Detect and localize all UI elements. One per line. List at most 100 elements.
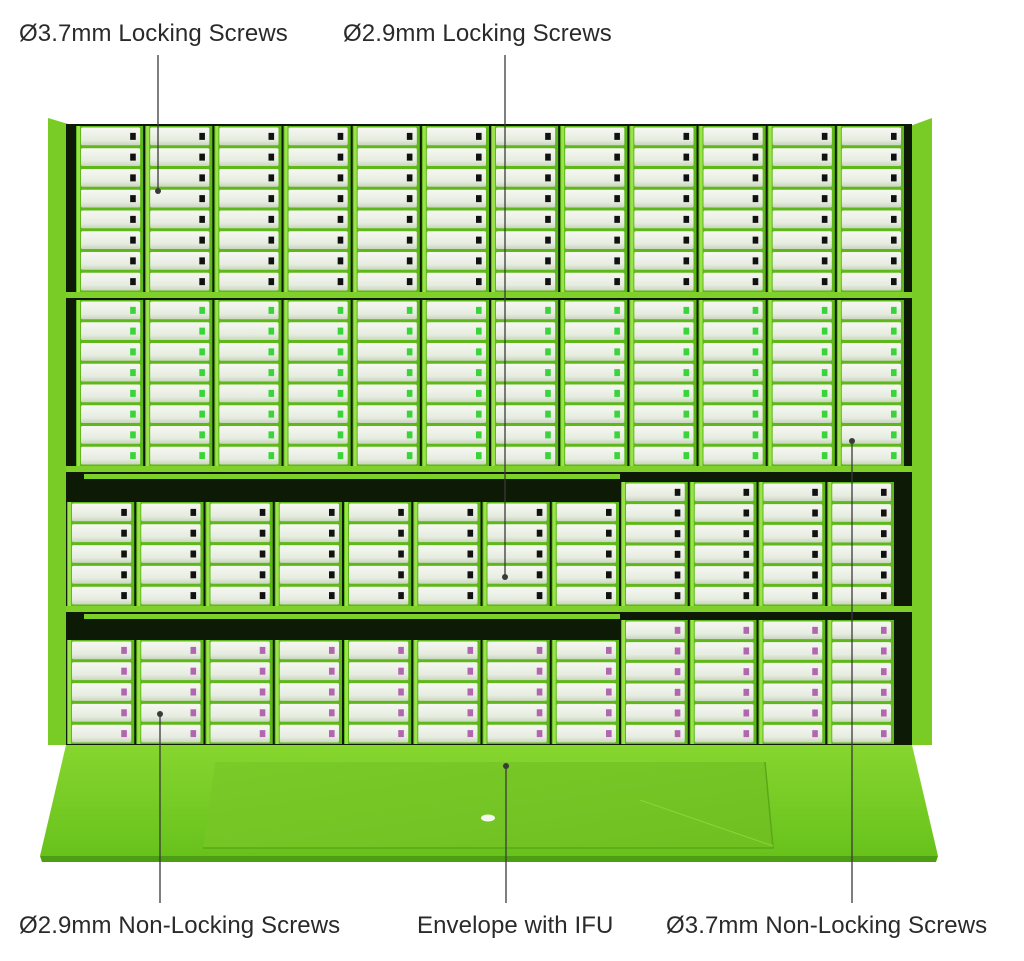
screw-marker	[536, 550, 543, 558]
screw-marker	[121, 730, 127, 738]
screw-tube	[357, 322, 417, 340]
screw-marker	[259, 688, 266, 696]
screw-marker	[130, 257, 136, 265]
screw-tube	[219, 127, 279, 146]
screw-tube	[556, 565, 616, 584]
screw-tube	[626, 662, 685, 681]
screw-tube	[81, 322, 141, 340]
screw-column	[629, 126, 697, 292]
screw-tube	[81, 127, 141, 146]
screw-tube	[703, 426, 763, 444]
screw-column	[621, 620, 688, 744]
screw-marker	[674, 668, 681, 676]
screw-tube	[418, 703, 478, 722]
screw-tube	[496, 446, 556, 465]
screw-tube	[703, 343, 763, 361]
screw-marker	[259, 730, 266, 738]
screw-marker	[467, 550, 474, 558]
screw-tube	[72, 586, 132, 605]
screw-tube	[418, 641, 478, 660]
screw-column	[551, 640, 619, 744]
screw-marker	[752, 215, 759, 223]
screw-marker	[130, 174, 136, 182]
screw-marker	[476, 195, 482, 203]
screw-tube	[556, 503, 616, 522]
label-3-7mm-locking-screws: Ø3.7mm Locking Screws	[19, 20, 288, 47]
screw-tube	[703, 252, 763, 270]
screw-marker	[268, 389, 275, 397]
screw-column	[136, 640, 204, 744]
screw-tube	[772, 301, 832, 320]
screw-tube	[357, 343, 417, 361]
screw-marker	[614, 431, 620, 439]
screw-marker	[406, 174, 413, 182]
screw-tube	[349, 586, 409, 605]
leader-2-9mm-locking	[502, 55, 508, 580]
screw-marker	[337, 215, 344, 223]
screw-marker	[683, 389, 690, 397]
screw-tube	[496, 189, 556, 208]
screw-tube	[772, 127, 832, 146]
screw-tube	[426, 252, 486, 270]
screw-marker	[268, 369, 275, 377]
screw-marker	[536, 646, 543, 654]
screw-tube	[357, 363, 417, 382]
screw-tube	[626, 566, 685, 584]
screw-marker	[614, 389, 620, 397]
screw-tube	[288, 169, 348, 187]
screw-tube	[150, 363, 210, 382]
label-2-9mm-non-locking-screws: Ø2.9mm Non-Locking Screws	[19, 912, 341, 939]
screw-marker	[329, 688, 335, 696]
screw-marker	[812, 488, 818, 496]
screw-tube	[694, 586, 754, 605]
screw-marker	[130, 132, 136, 140]
screw-marker	[329, 571, 335, 579]
shelf-divider	[66, 466, 912, 472]
screw-tube	[279, 586, 339, 605]
screw-tube	[565, 426, 625, 444]
screw-tube	[556, 683, 616, 701]
screw-tube	[150, 169, 210, 187]
screw-marker	[259, 550, 266, 558]
screw-marker	[674, 530, 681, 538]
screw-marker	[545, 431, 551, 439]
ifu-envelope	[203, 761, 774, 849]
screw-marker	[536, 709, 543, 717]
screw-column	[551, 502, 619, 606]
screw-marker	[752, 410, 759, 418]
screw-tube	[357, 272, 417, 291]
screw-tube	[763, 524, 823, 543]
screw-marker	[199, 257, 205, 265]
screw-tube	[634, 343, 694, 361]
screw-marker	[683, 132, 690, 140]
screw-marker	[545, 153, 551, 161]
screw-tube	[141, 683, 201, 701]
screw-column	[482, 502, 550, 606]
screw-tube	[357, 231, 417, 249]
screw-marker	[881, 488, 887, 496]
screw-tube	[72, 724, 132, 743]
screw-tube	[81, 426, 141, 444]
screw-marker	[121, 550, 127, 558]
screw-column	[827, 620, 894, 744]
screw-marker	[752, 327, 759, 335]
screw-marker	[812, 509, 818, 517]
screw-tube	[426, 426, 486, 444]
screw-tube	[763, 662, 823, 681]
screw-marker	[406, 257, 413, 265]
screw-tube	[288, 384, 348, 403]
screw-marker	[476, 327, 482, 335]
screw-tube	[150, 405, 210, 423]
screw-tube	[288, 301, 348, 320]
screw-tube	[703, 231, 763, 249]
screw-column	[283, 126, 351, 292]
screw-tube	[141, 586, 201, 605]
screw-marker	[891, 236, 897, 244]
screw-marker	[606, 529, 612, 537]
screw-marker	[259, 592, 266, 600]
screw-marker	[821, 431, 828, 439]
screw-column	[76, 300, 144, 466]
screw-tube	[357, 301, 417, 320]
screw-tube	[279, 565, 339, 584]
screw-marker	[606, 550, 612, 558]
